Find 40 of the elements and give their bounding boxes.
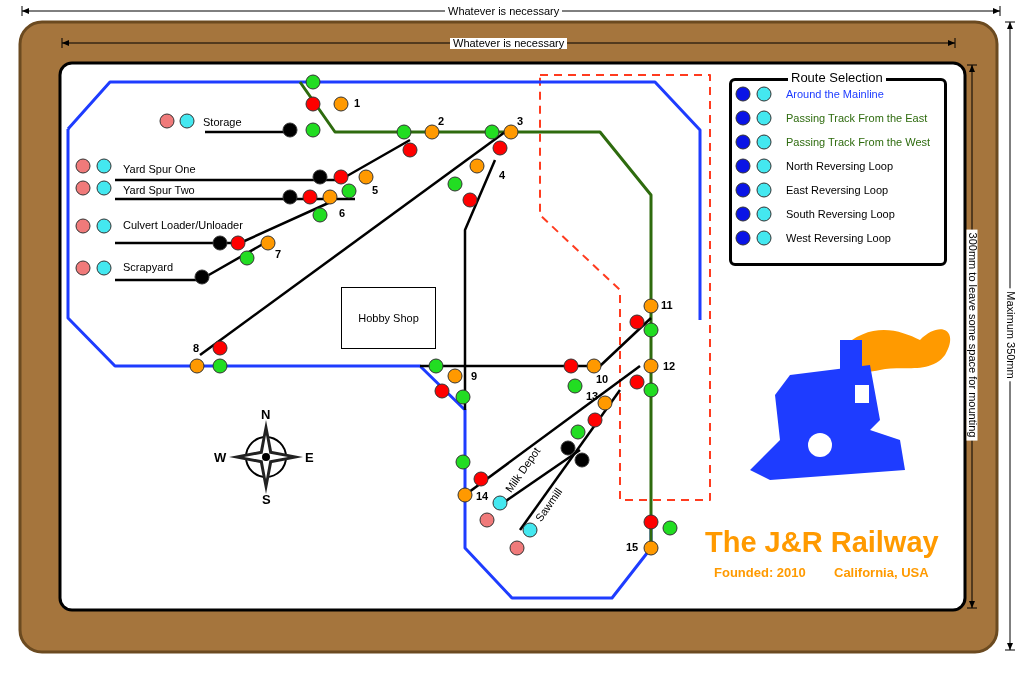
legend-label: Around the Mainline [786, 89, 884, 100]
point-number: 2 [438, 116, 445, 127]
compass-letter: S [262, 493, 271, 506]
compass-letter: W [214, 451, 227, 464]
legend-label: East Reversing Loop [786, 185, 889, 196]
siding-label: Culvert Loader/Unloader [123, 220, 243, 231]
point-number: 1 [354, 98, 361, 109]
legend-label: West Reversing Loop [786, 233, 891, 244]
siding-label: Yard Spur One [123, 164, 196, 175]
siding-label: Scrapyard [123, 262, 174, 273]
point-number: 12 [663, 361, 676, 372]
building-box [341, 287, 436, 349]
dimension-text: 300mm to leave some space for mounting [966, 229, 978, 441]
point-number: 6 [339, 208, 346, 219]
legend-label: Passing Track From the West [786, 137, 931, 148]
siding-label: Storage [203, 117, 242, 128]
building-label: Hobby Shop [358, 312, 419, 324]
point-number: 14 [476, 491, 489, 502]
dimension-text: Whatever is necessary [445, 6, 563, 17]
compass-letter: N [261, 408, 271, 421]
point-number: 10 [596, 374, 609, 385]
legend-label: Passing Track From the East [786, 113, 928, 124]
point-number: 11 [661, 300, 673, 311]
point-number: 15 [626, 542, 639, 553]
point-number: 9 [471, 371, 478, 382]
point-number: 8 [193, 343, 200, 354]
legend-title: Route Selection [788, 71, 886, 84]
legend-label: South Reversing Loop [786, 209, 895, 220]
point-number: 4 [499, 170, 506, 181]
point-number: 7 [275, 249, 282, 260]
dimension-text: Maximum 350mm [1004, 288, 1016, 382]
siding-label: Yard Spur Two [123, 185, 195, 196]
point-number: 5 [372, 185, 379, 196]
compass-letter: E [305, 451, 314, 464]
legend-label: North Reversing Loop [786, 161, 893, 172]
subtitle-text: Founded: 2010 [714, 566, 806, 579]
dimension-text: Whatever is necessary [450, 38, 568, 49]
subtitle-text: California, USA [834, 566, 929, 579]
point-number: 3 [517, 116, 524, 127]
title-text: The J&R Railway [705, 528, 939, 557]
